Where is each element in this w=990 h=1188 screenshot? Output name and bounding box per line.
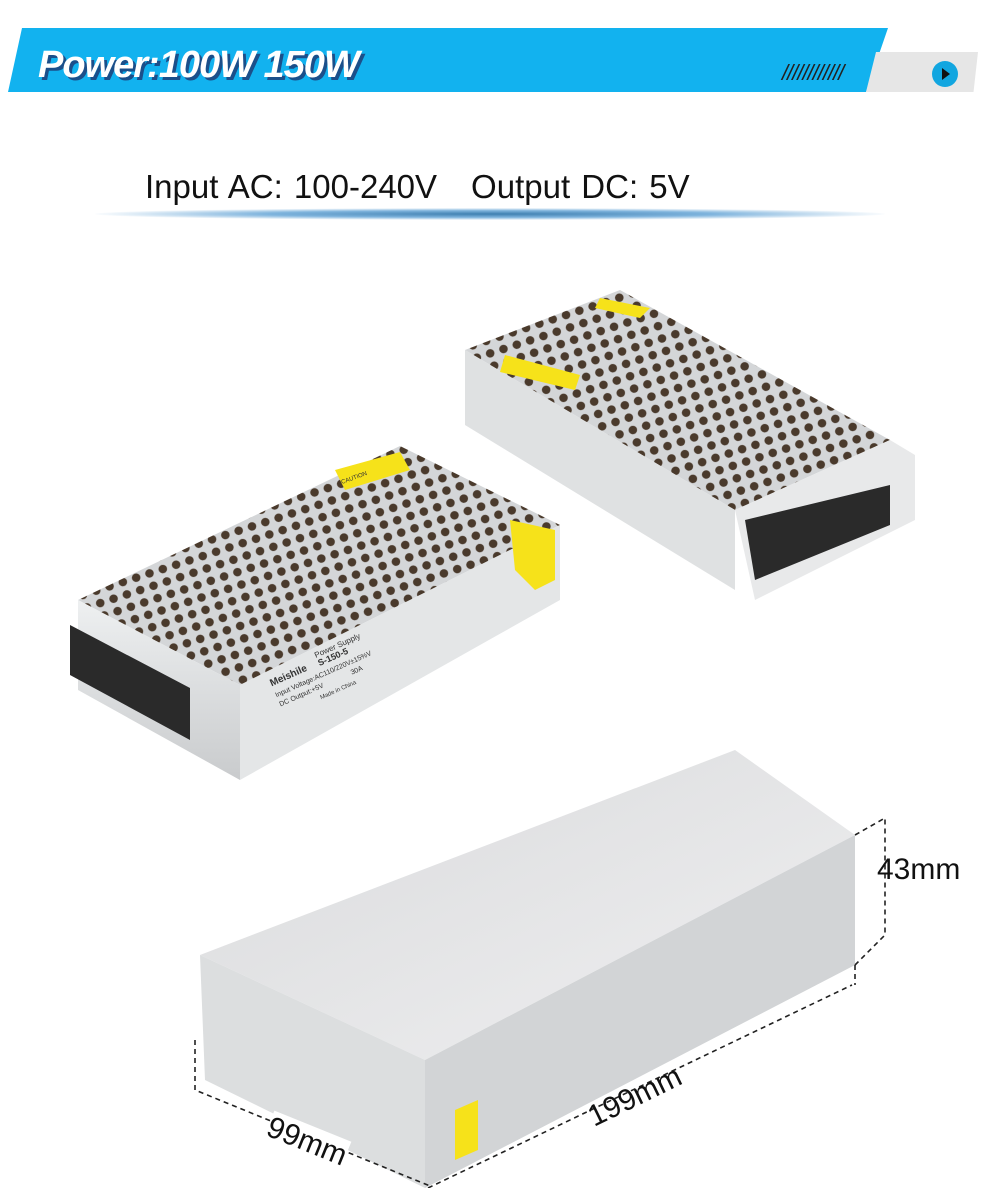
power-supply-unit-back bbox=[465, 290, 915, 600]
input-spec: Input AC: 100-240V bbox=[145, 168, 438, 205]
height-dimension: 43mm bbox=[877, 853, 961, 886]
spec-line: Input AC: 100-240V Output DC: 5V bbox=[145, 168, 724, 206]
banner-tab bbox=[866, 52, 978, 92]
output-spec: Output DC: 5V bbox=[471, 168, 690, 205]
power-supply-case bbox=[200, 750, 855, 1188]
power-supply-unit-front: Meishile Power Supply S-150-5 Input Volt… bbox=[70, 446, 560, 780]
banner-title: Power:100W 150W bbox=[38, 44, 360, 86]
play-circle-icon bbox=[932, 61, 958, 87]
dimension-lines bbox=[194, 816, 886, 1188]
title-banner bbox=[8, 28, 888, 92]
label-current: 30A bbox=[350, 665, 365, 677]
hatch-decoration: //////////// bbox=[782, 60, 844, 85]
spec-underline bbox=[95, 208, 885, 220]
